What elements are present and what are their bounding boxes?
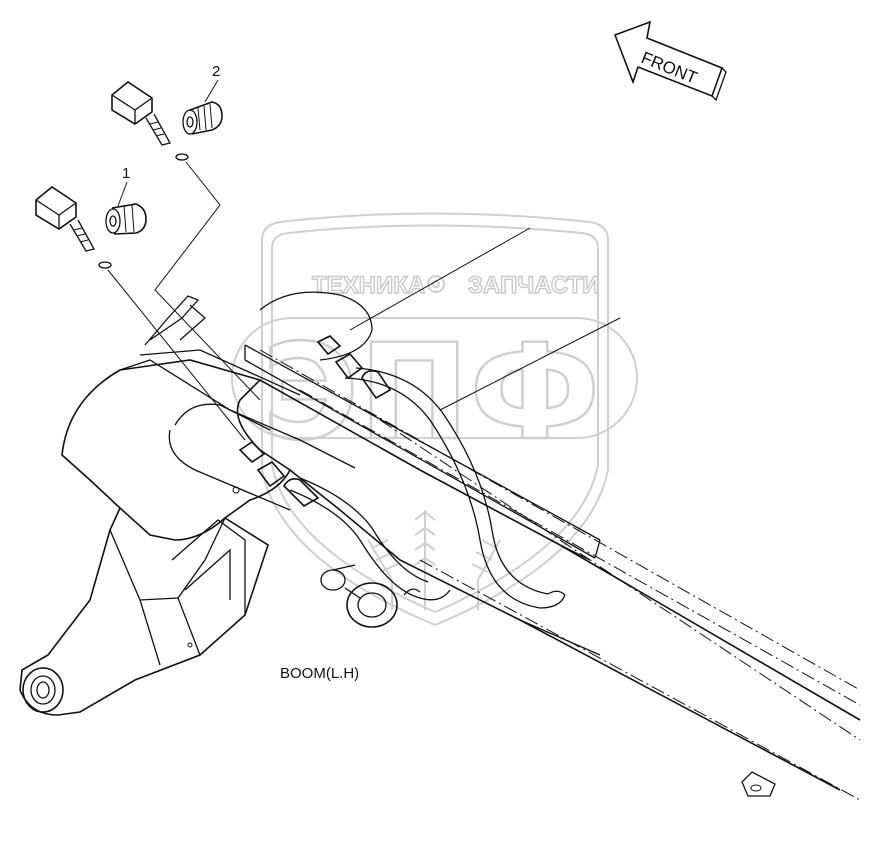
part-1-fitting: 1 <box>35 165 147 269</box>
watermark: ТЕХНИКА ЗАПЧАСТИ ЭПФ <box>231 212 638 627</box>
watermark-wheat <box>367 510 501 610</box>
gear-icon <box>427 275 445 293</box>
hoses <box>168 291 566 609</box>
callout-1: 1 <box>122 165 130 182</box>
front-arrow: FRONT <box>613 20 727 102</box>
boom-label: BOOM(L.H) <box>280 665 359 682</box>
callout-2: 2 <box>212 63 220 80</box>
leader-lines <box>107 161 621 441</box>
part-2-fitting: 2 <box>111 63 223 161</box>
watermark-big-text: ЭПФ <box>262 316 600 470</box>
boom <box>19 295 861 801</box>
watermark-text-left: ТЕХНИКА <box>312 272 425 299</box>
front-label: FRONT <box>639 48 700 88</box>
watermark-text-right: ЗАПЧАСТИ <box>468 272 600 299</box>
